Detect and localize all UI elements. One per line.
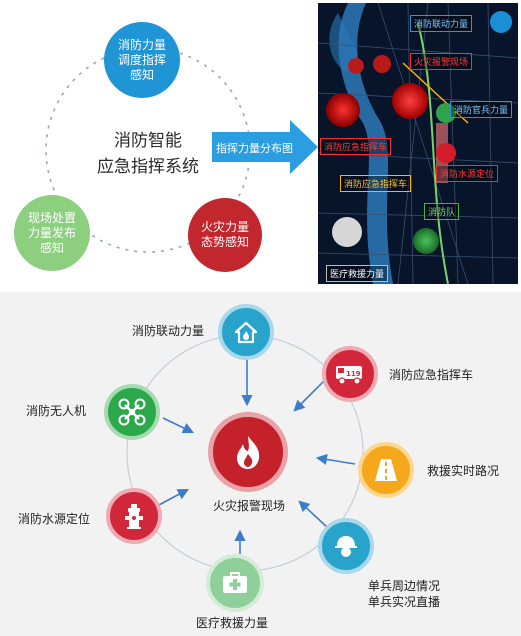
water-node — [106, 488, 162, 544]
arrow-label: 指挥力量分布图 — [216, 142, 293, 155]
drone-node — [104, 384, 160, 440]
green-circle: 现场处置 力量发布 感知 — [14, 195, 90, 271]
map-label-water: 消防水源定位 — [436, 165, 499, 182]
command-vehicle-node: 119 — [322, 346, 378, 402]
map-red-node-2 — [373, 55, 391, 73]
system-title-line2: 应急指挥系统 — [97, 157, 199, 177]
system-title: 消防智能 应急指挥系统 — [88, 128, 208, 180]
soldier-node — [318, 518, 374, 574]
map-blue-node — [490, 11, 512, 33]
linkage-label: 消防联动力量 — [132, 324, 205, 338]
map-label-vehicle: 消防应急指挥车 — [340, 175, 412, 192]
water-label: 消防水源定位 — [18, 512, 91, 526]
map-label-fire: 火灾报警现场 — [410, 53, 473, 70]
blue-circle-line1: 消防力量 — [117, 37, 166, 52]
road-label: 救援实时路况 — [427, 464, 500, 478]
map-medical-node — [332, 217, 362, 247]
green-circle-line1: 现场处置 — [27, 210, 76, 225]
soldier-label-line2: 单兵实况直播 — [368, 595, 441, 609]
map-green-node-2 — [413, 228, 439, 254]
top-section: 消防智能 应急指挥系统 消防力量 调度指挥 感知 火灾力量 态势感知 现场处置 … — [0, 0, 521, 288]
drone-icon — [118, 398, 146, 426]
map-label-officer: 消防官兵力量 — [450, 101, 513, 118]
medical-label: 医疗救援力量 — [196, 616, 269, 630]
map-red-node-3 — [348, 58, 364, 74]
helmet-icon — [335, 536, 357, 557]
fire-icon — [237, 436, 260, 469]
soldier-label: 单兵周边情况 单兵实况直播 — [368, 578, 440, 610]
command-map: 消防联动力量 火灾报警现场 消防官兵力量 消防应急指挥车 消防应急指挥车 消防水… — [318, 3, 518, 284]
green-circle-line2: 力量发布 — [27, 225, 76, 240]
road-node — [358, 442, 414, 498]
command-vehicle-label: 消防应急指挥车 — [389, 368, 474, 382]
road-icon — [375, 459, 397, 481]
drone-label: 消防无人机 — [26, 404, 87, 418]
green-circle-line3: 感知 — [39, 240, 64, 255]
map-label-drone: 消防队 — [424, 203, 460, 220]
arrow-shape — [212, 120, 318, 174]
system-title-line1: 消防智能 — [114, 131, 182, 151]
map-label-command: 消防应急指挥车 — [320, 138, 392, 155]
red-circle-line1: 火灾力量 — [200, 220, 249, 234]
first-aid-icon — [223, 572, 247, 593]
fire-scene-node — [208, 412, 288, 492]
map-red-node-1 — [326, 93, 360, 127]
blue-circle: 消防力量 调度指挥 感知 — [104, 22, 180, 98]
blue-circle-line2: 调度指挥 — [117, 52, 166, 67]
bottom-section: 火灾报警现场 消防联动力量 119 消防应急指挥车 救援实时路况 — [0, 292, 521, 636]
map-label-linkage: 消防联动力量 — [410, 15, 473, 32]
map-label-medical: 医疗救援力量 — [326, 265, 389, 282]
medical-node — [206, 554, 264, 612]
fire-truck-icon: 119 — [336, 366, 362, 385]
house-icon — [234, 321, 258, 344]
hydrant-icon — [125, 504, 143, 529]
blue-circle-line3: 感知 — [129, 67, 154, 82]
red-circle: 火灾力量 态势感知 — [188, 198, 262, 272]
map-red-node-4 — [436, 143, 456, 163]
soldier-label-line1: 单兵周边情况 — [368, 579, 441, 593]
fire-scene-label: 火灾报警现场 — [213, 499, 286, 513]
map-fire-node — [392, 83, 428, 119]
vehicle-number: 119 — [346, 370, 361, 378]
red-circle-line2: 态势感知 — [200, 235, 249, 249]
linkage-node — [218, 304, 274, 360]
